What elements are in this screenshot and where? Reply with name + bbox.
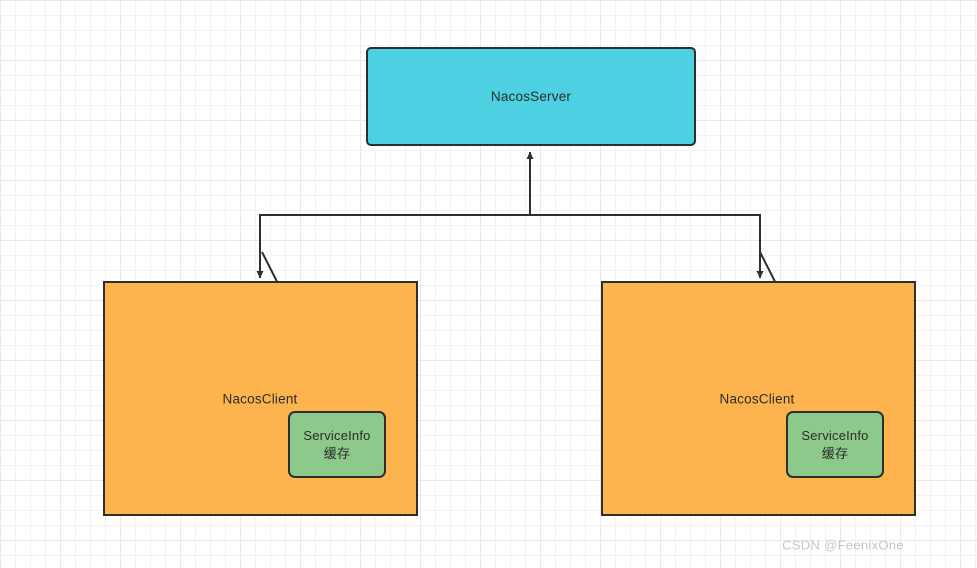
node-serviceinfo-cache-right-line2: 缓存 — [821, 445, 849, 461]
node-nacos-server[interactable]: NacosServer — [366, 47, 696, 146]
csdn-watermark: CSDN @FeenixOne — [782, 537, 904, 553]
node-nacos-client-right-label: NacosClient — [719, 391, 795, 407]
node-serviceinfo-cache-right-line1: ServiceInfo — [801, 427, 869, 443]
node-serviceinfo-cache-right[interactable]: ServiceInfo 缓存 — [786, 411, 884, 478]
node-serviceinfo-cache-left[interactable]: ServiceInfo 缓存 — [288, 411, 386, 478]
node-nacos-client-left-label: NacosClient — [222, 391, 298, 407]
node-serviceinfo-cache-left-line2: 缓存 — [323, 445, 351, 461]
node-serviceinfo-cache-left-line1: ServiceInfo — [303, 427, 371, 443]
node-nacos-server-label: NacosServer — [490, 89, 572, 104]
